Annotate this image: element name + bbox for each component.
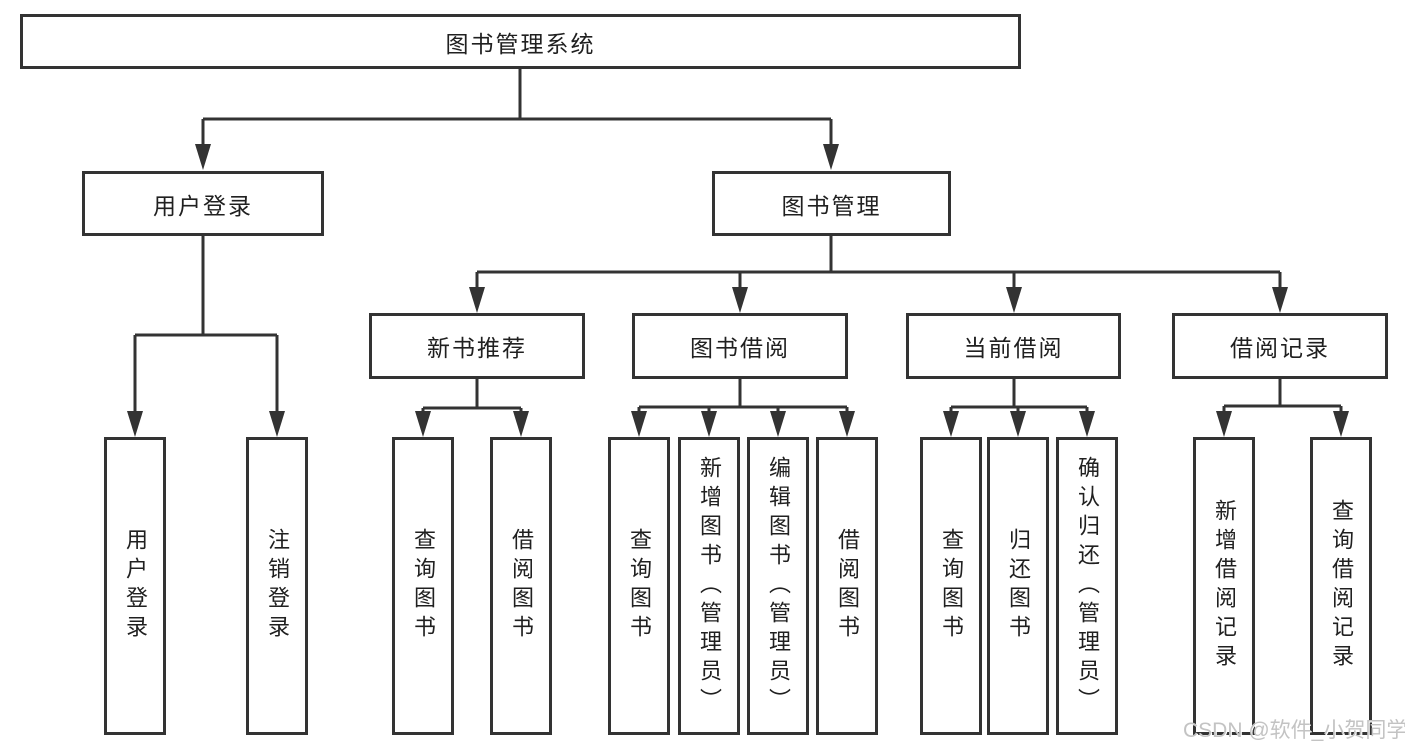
- leaf-label: 查询图书: [939, 528, 964, 644]
- leaf-query-borrow-record: 查询借阅记录: [1310, 437, 1372, 735]
- leaf-logout: 注销登录: [246, 437, 308, 735]
- leaf-borrow-books-borrowing: 借阅图书: [816, 437, 878, 735]
- leaf-add-book-admin: 新增图书（管理员）: [678, 437, 740, 735]
- leaf-label: 归还图书: [1006, 528, 1031, 644]
- leaf-query-books-recommend: 查询图书: [392, 437, 454, 735]
- leaf-label: 查询借阅记录: [1329, 499, 1354, 673]
- leaf-user-login: 用户登录: [104, 437, 166, 735]
- leaf-return-books: 归还图书: [987, 437, 1049, 735]
- node-new-book-recommendation: 新书推荐: [369, 313, 585, 379]
- leaf-borrow-books-recommend: 借阅图书: [490, 437, 552, 735]
- leaf-label: 查询图书: [411, 528, 436, 644]
- node-label: 借阅记录: [1230, 335, 1330, 361]
- leaf-label: 借阅图书: [835, 528, 860, 644]
- leaf-label: 用户登录: [123, 528, 148, 644]
- leaf-edit-book-admin: 编辑图书（管理员）: [747, 437, 809, 735]
- node-label: 图书管理系统: [445, 30, 596, 57]
- node-label: 新书推荐: [427, 335, 527, 361]
- leaf-label: 查询图书: [627, 528, 652, 644]
- node-book-borrowing: 图书借阅: [632, 313, 848, 379]
- leaf-add-borrow-record: 新增借阅记录: [1193, 437, 1255, 735]
- leaf-query-books-borrowing: 查询图书: [608, 437, 670, 735]
- leaf-label: 注销登录: [265, 528, 290, 644]
- node-book-management: 图书管理: [712, 171, 951, 236]
- node-borrowing-records: 借阅记录: [1172, 313, 1388, 379]
- node-current-borrowing: 当前借阅: [906, 313, 1121, 379]
- node-label: 图书借阅: [690, 335, 790, 361]
- node-label: 图书管理: [781, 192, 882, 219]
- leaf-label: 新增借阅记录: [1212, 499, 1237, 673]
- node-user-login: 用户登录: [82, 171, 324, 236]
- node-label: 当前借阅: [963, 335, 1064, 361]
- csdn-watermark: CSDN @软件_小贺同学: [1183, 719, 1405, 742]
- node-library-management-system: 图书管理系统: [20, 14, 1021, 69]
- leaf-label: 新增图书（管理员）: [697, 455, 722, 717]
- leaf-query-books-current: 查询图书: [920, 437, 982, 735]
- leaf-label: 借阅图书: [509, 528, 534, 644]
- leaf-label: 编辑图书（管理员）: [766, 455, 791, 717]
- leaf-confirm-return-admin: 确认归还（管理员）: [1056, 437, 1118, 735]
- leaf-label: 确认归还（管理员）: [1075, 455, 1100, 717]
- node-label: 用户登录: [153, 192, 253, 219]
